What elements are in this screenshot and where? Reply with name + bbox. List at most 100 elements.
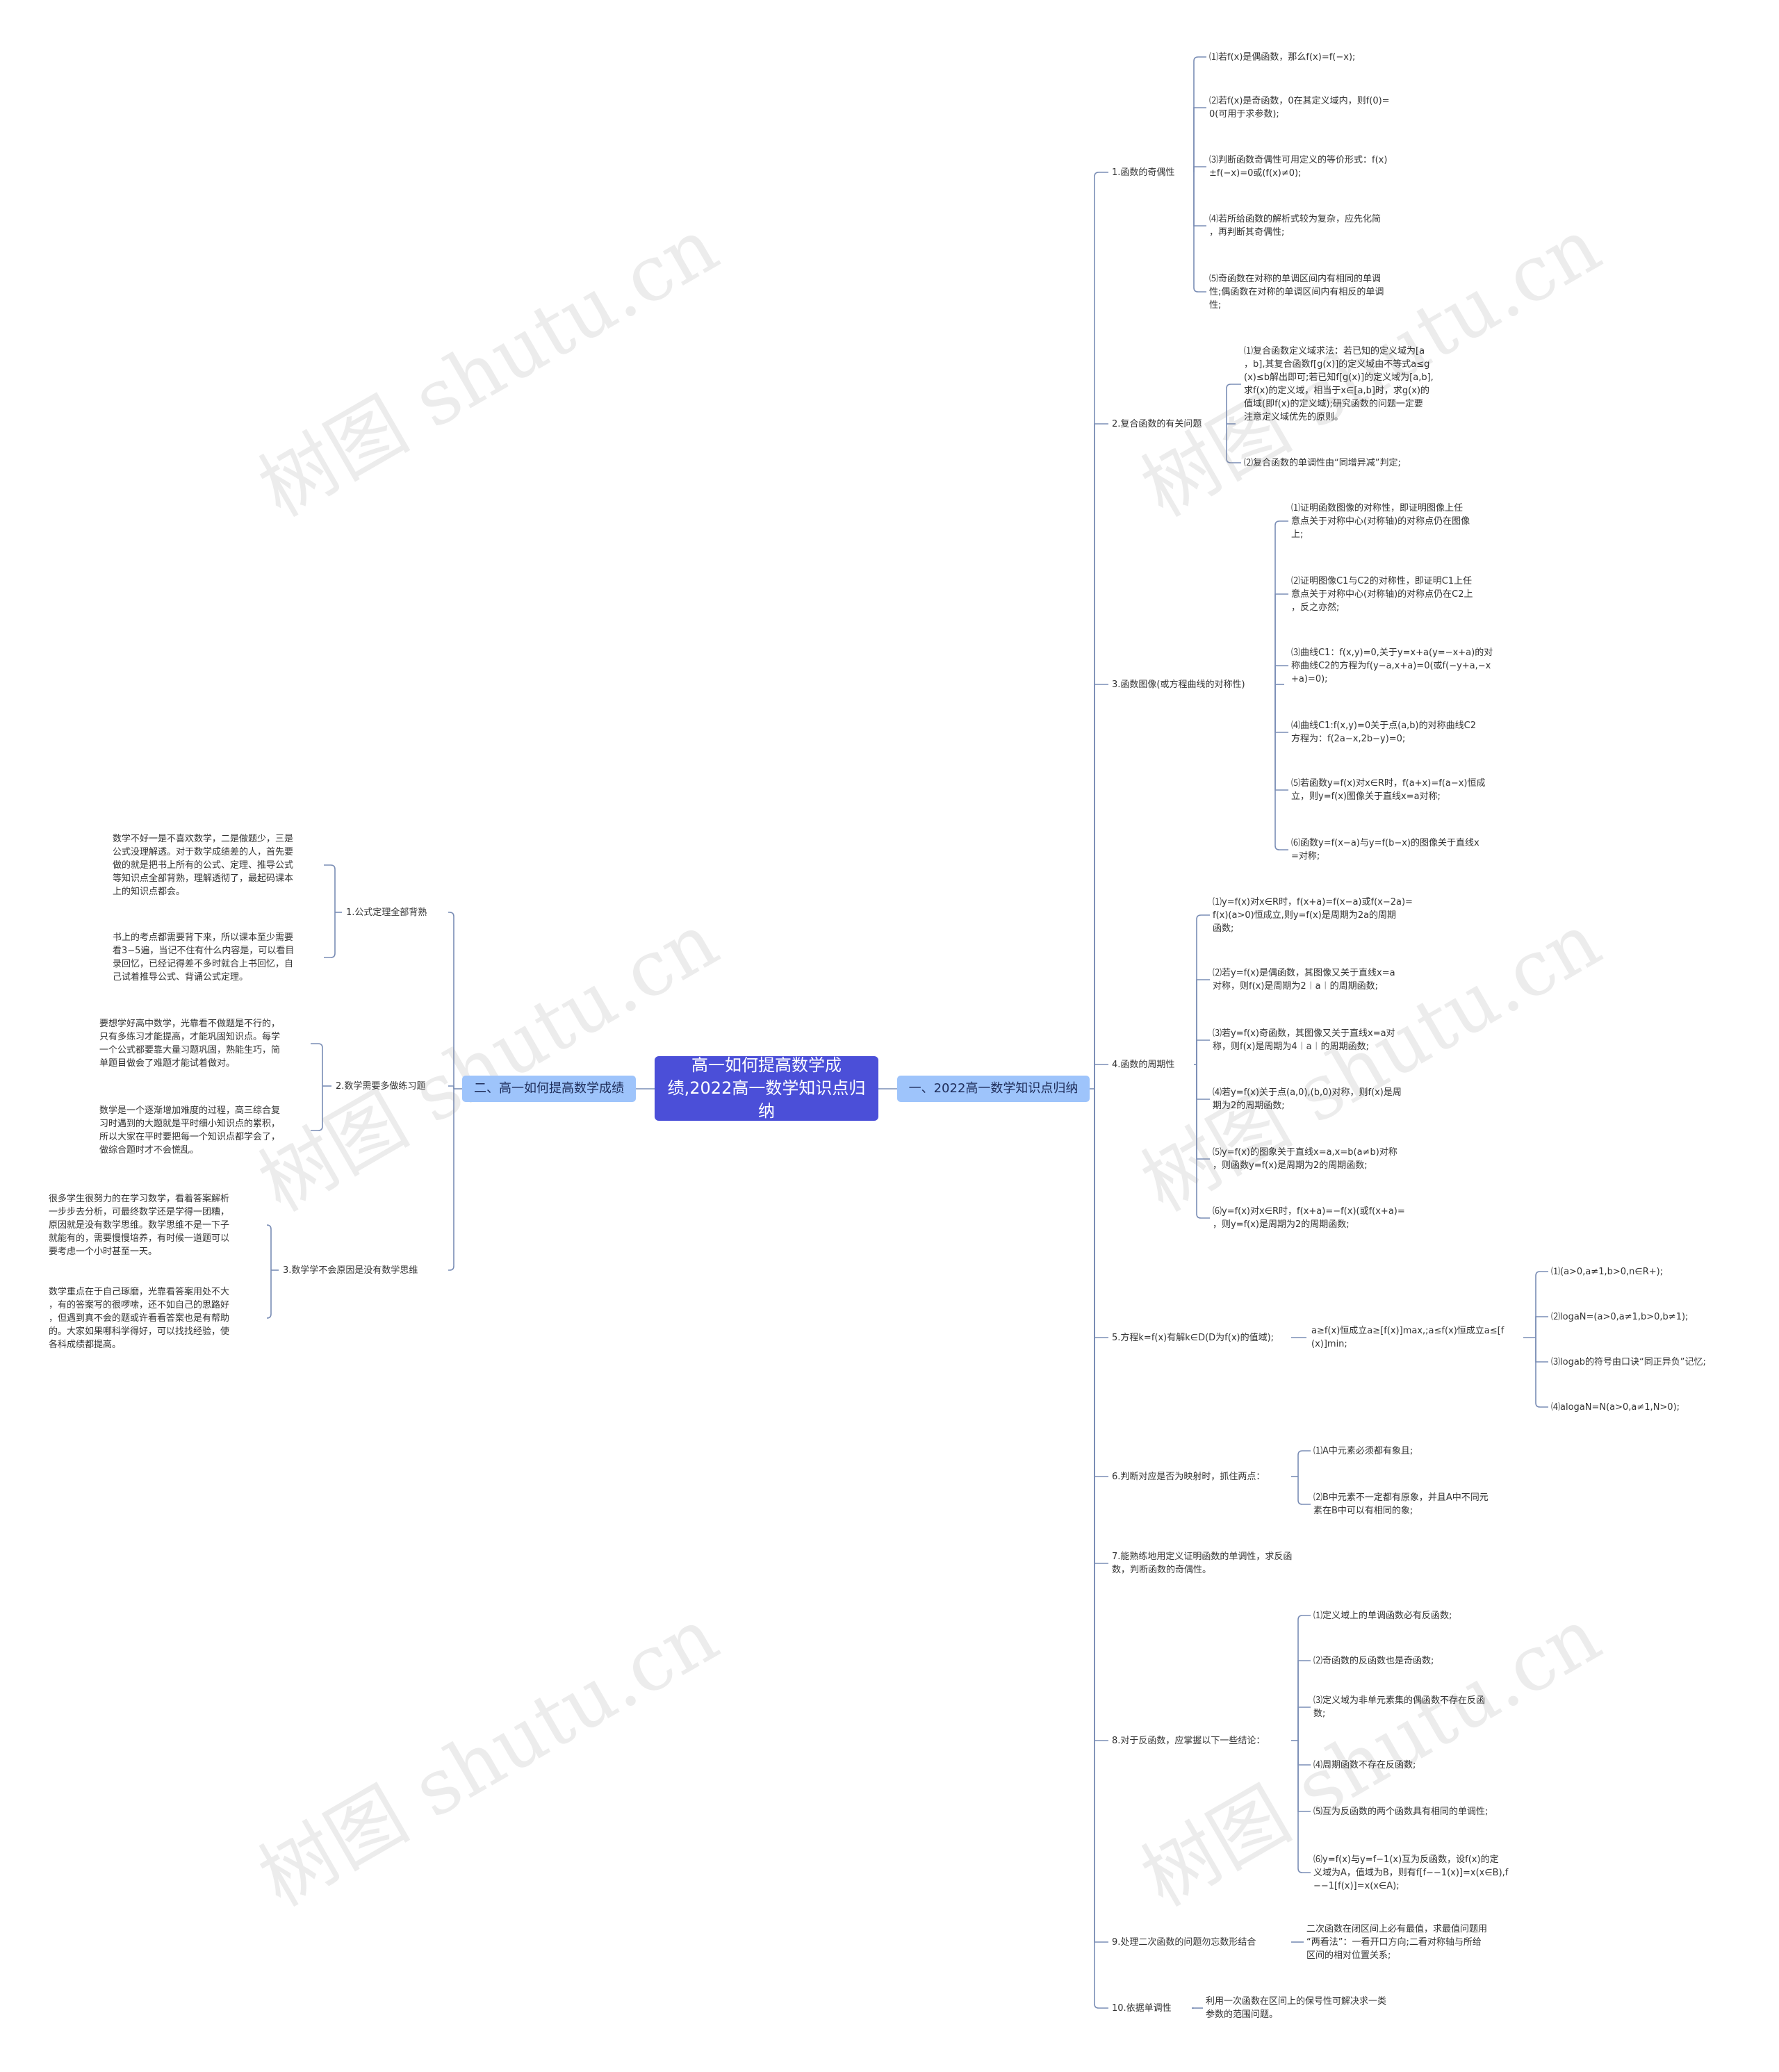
right-topic-2-item-1[interactable]: ⑴复合函数定义域求法：若已知的定义域为[a ，b],其复合函数f[g(x)]的定… xyxy=(1244,346,1434,422)
right-topic-9[interactable]: 9.处理二次函数的问题勿忘数形结合 xyxy=(1112,1937,1256,1948)
right-topic-1-item-5[interactable]: ⑸奇函数在对称的单调区间内有相同的单调 性;偶函数在对称的单调区间内有相反的单调… xyxy=(1209,273,1384,311)
right-topic-4-children-link-5 xyxy=(1196,1064,1210,1219)
right-topic-4[interactable]: 4.函数的周期性 xyxy=(1112,1059,1175,1070)
right-topic-4-children-link-4 xyxy=(1196,1064,1210,1160)
right-topic-9-item-1[interactable]: 二次函数在闭区间上必有最值，求最值问题用 “两看法”：一看开口方向;二看对称轴与… xyxy=(1306,1923,1488,1961)
right-topic-1-item-4[interactable]: ⑷若所给函数的解析式较为复杂，应先化简 ，再判断其奇偶性; xyxy=(1209,214,1382,238)
left-topic-2-children-link-1 xyxy=(311,1086,323,1131)
right-topic-4-item-2[interactable]: ⑵若y=f(x)是偶函数，其图像又关于直线x=a 对称，则f(x)是周期为2︱a… xyxy=(1213,968,1395,992)
right-topic-8-item-5[interactable]: ⑸互为反函数的两个函数具有相同的单调性; xyxy=(1313,1806,1489,1817)
right-topic-8-item-3[interactable]: ⑶定义域为非单元素集的偶函数不存在反函 数; xyxy=(1313,1695,1486,1719)
right-topic-3-children-link-2 xyxy=(1274,665,1288,684)
right-topic-5-children-link-0 xyxy=(1535,1271,1548,1338)
right-topic-5-condition[interactable]: a≥f(x)恒成立a≥[f(x)]max,;a≤f(x)恒成立a≤[f (x)]… xyxy=(1311,1326,1505,1349)
right-topic-10-item-1[interactable]: 利用一次函数在区间上的保号性可解决求一类 参数的范围问题。 xyxy=(1206,1996,1387,2020)
right-topic-1-children-link-2 xyxy=(1193,166,1206,172)
right-topic-3-children-link-5 xyxy=(1274,684,1288,850)
right-topic-1-children-link-1 xyxy=(1193,107,1206,172)
left-topic-3-children-link-0 xyxy=(266,1224,272,1270)
right-topic-1[interactable]: 1.函数的奇偶性 xyxy=(1112,167,1175,178)
right-trunk-link-4 xyxy=(1094,1089,1108,1338)
right-topic-2-children-link-0 xyxy=(1226,384,1241,424)
left-topic-1[interactable]: 1.公式定理全部背熟 xyxy=(346,907,427,918)
right-topic-8-children-link-2 xyxy=(1297,1707,1311,1741)
right-topic-4-item-3[interactable]: ⑶若y=f(x)奇函数，其图像又关于直线x=a对 称，则f(x)是周期为4︱a︱… xyxy=(1213,1028,1395,1052)
right-topic-4-item-4[interactable]: ⑷若y=f(x)关于点(a,0),(b,0)对称，则f(x)是周 期为2的周期函… xyxy=(1213,1087,1402,1111)
right-topic-3-children-link-3 xyxy=(1274,684,1288,733)
right-topic-6-item-1[interactable]: ⑴A中元素必须都有象且; xyxy=(1313,1445,1413,1456)
branch-right-knowledge[interactable]: 一、2022高一数学知识点归纳 xyxy=(897,1076,1090,1102)
right-topic-5-item-3[interactable]: ⑶logab的符号由口诀“同正异负”记忆; xyxy=(1551,1356,1706,1367)
right-topic-8-children-link-5 xyxy=(1297,1741,1311,1873)
left-topic-1-children-link-1 xyxy=(324,912,336,958)
right-topic-4-item-1[interactable]: ⑴y=f(x)对x∈R时，f(x+a)=f(x−a)或f(x−2a)= f(x)… xyxy=(1213,896,1413,934)
right-topic-1-item-3[interactable]: ⑶判断函数奇偶性可用定义的等价形式：f(x) ±f(−x)=0或(f(x)≠0)… xyxy=(1209,155,1388,179)
right-trunk-link-8 xyxy=(1094,1089,1108,1943)
left-topic-1-item-2[interactable]: 书上的考点都需要背下来，所以课本至少需要 看3−5遍，当记不住有什么内容是，可以… xyxy=(113,932,295,982)
left-topic-1-item-1[interactable]: 数学不好一是不喜欢数学，二是做题少，三是 公式没理解透。对于数学成绩差的人，首先… xyxy=(113,833,294,897)
right-topic-1-children-link-3 xyxy=(1193,172,1206,227)
right-trunk-link-3 xyxy=(1094,1064,1108,1089)
left-topic-3-item-2[interactable]: 数学重点在于自己琢磨，光靠看答案用处不大 ，有的答案写的很啰嗦，还不如自己的思路… xyxy=(49,1286,230,1350)
right-topic-3-item-1[interactable]: ⑴证明函数图像的对称性，即证明图像上任 意点关于对称中心(对称轴)的对称点仍在图… xyxy=(1291,502,1470,540)
right-trunk-link-2 xyxy=(1094,684,1108,1089)
right-topic-8-item-1[interactable]: ⑴定义域上的单调函数必有反函数; xyxy=(1313,1610,1452,1621)
right-topic-10[interactable]: 10.依据单调性 xyxy=(1112,2003,1172,2014)
right-topic-8-item-2[interactable]: ⑵奇函数的反函数也是奇函数; xyxy=(1313,1655,1434,1666)
right-topic-8-item-4[interactable]: ⑷周期函数不存在反函数; xyxy=(1313,1759,1416,1770)
branch-left-improve[interactable]: 二、高一如何提高数学成绩 xyxy=(462,1076,636,1102)
right-topic-6-children-link-0 xyxy=(1297,1450,1311,1477)
right-topic-6[interactable]: 6.判断对应是否为映射时，抓住两点： xyxy=(1112,1471,1265,1482)
right-topic-3-item-3[interactable]: ⑶曲线C1：f(x,y)=0,关于y=x+a(y=−x+a)的对 称曲线C2的方… xyxy=(1291,647,1493,684)
right-trunk-link-5 xyxy=(1094,1089,1108,1477)
right-topic-4-item-6[interactable]: ⑹y=f(x)对x∈R时，f(x+a)=−f(x)(或f(x+a)= ，则y=f… xyxy=(1213,1206,1405,1230)
right-topic-8-children-link-1 xyxy=(1297,1660,1311,1741)
left-topic-2-item-1[interactable]: 要想学好高中数学，光靠看不做题是不行的， 只有多练习才能提高，才能巩固知识点。每… xyxy=(99,1019,281,1069)
left-topic-2-item-2[interactable]: 数学是一个逐渐增加难度的过程，高三综合复 习时遇到的大题就是平时细小知识点的累积… xyxy=(99,1105,281,1156)
right-topic-1-children-link-0 xyxy=(1193,56,1206,172)
left-trunk-link-0 xyxy=(448,912,454,1089)
right-topic-5-children-link-1 xyxy=(1535,1316,1548,1338)
right-topic-4-children-link-0 xyxy=(1196,914,1210,1064)
right-topic-3-item-5[interactable]: ⑸若函数y=f(x)对x∈R时，f(a+x)=f(a−x)恒成 立，则y=f(x… xyxy=(1291,778,1486,802)
right-topic-5-children-link-3 xyxy=(1535,1338,1548,1408)
right-topic-1-item-1[interactable]: ⑴若f(x)是偶函数，那么f(x)=f(−x); xyxy=(1209,51,1356,63)
right-topic-8-children-link-0 xyxy=(1297,1615,1311,1741)
right-topic-1-children-link-4 xyxy=(1193,172,1206,293)
left-topic-3[interactable]: 3.数学学不会原因是没有数学思维 xyxy=(283,1265,418,1276)
right-topic-6-item-2[interactable]: ⑵B中元素不一定都有原象，并且A中不同元 素在B中可以有相同的象; xyxy=(1313,1493,1489,1516)
right-topic-5-item-4[interactable]: ⑷alogaN=N(a>0,a≠1,N>0); xyxy=(1551,1401,1680,1413)
left-topic-2[interactable]: 2.数学需要多做练习题 xyxy=(336,1080,426,1092)
right-topic-3[interactable]: 3.函数图像(或方程曲线的对称性) xyxy=(1112,679,1245,690)
right-topic-3-item-2[interactable]: ⑵证明图像C1与C2的对称性，即证明C1上任 意点关于对称中心(对称轴)的对称点… xyxy=(1291,575,1473,613)
left-topic-3-children-link-1 xyxy=(266,1270,272,1319)
right-topic-8-item-6[interactable]: ⑹y=f(x)与y=f−1(x)互为反函数，设f(x)的定 义域为A，值域为B，… xyxy=(1313,1854,1509,1891)
right-topic-8[interactable]: 8.对于反函数，应掌握以下一些结论： xyxy=(1112,1735,1265,1746)
right-topic-3-children-link-4 xyxy=(1274,684,1288,791)
root-topic[interactable]: 高一如何提高数学成绩,2022高一数学知识点归纳 xyxy=(655,1055,878,1121)
right-topic-5[interactable]: 5.方程k=f(x)有解k∈D(D为f(x)的值域); xyxy=(1112,1332,1274,1343)
right-topic-2-children-link-1 xyxy=(1226,424,1241,463)
right-topic-3-item-6[interactable]: ⑹函数y=f(x−a)与y=f(b−x)的图像关于直线x =对称; xyxy=(1291,838,1479,862)
right-topic-3-children-link-0 xyxy=(1274,520,1288,684)
right-topic-2-item-2[interactable]: ⑵复合函数的单调性由“同增异减”判定; xyxy=(1244,457,1401,468)
right-topic-4-children-link-2 xyxy=(1196,1039,1210,1064)
right-topic-4-children-link-1 xyxy=(1196,979,1210,1064)
right-topic-3-item-4[interactable]: ⑷曲线C1:f(x,y)=0关于点(a,b)的对称曲线C2 方程为：f(2a−x… xyxy=(1291,721,1476,744)
right-trunk-link-9 xyxy=(1094,1089,1108,2009)
right-topic-4-item-5[interactable]: ⑸y=f(x)的图象关于直线x=a,x=b(a≠b)对称 ，则函数y=f(x)是… xyxy=(1213,1147,1397,1171)
right-topic-6-children-link-1 xyxy=(1297,1477,1311,1505)
left-topic-3-item-1[interactable]: 很多学生很努力的在学习数学，看着答案解析 一步步去分析，可最终数学还是学得一团糟… xyxy=(49,1193,230,1257)
right-topic-2[interactable]: 2.复合函数的有关问题 xyxy=(1112,418,1202,429)
left-trunk-link-2 xyxy=(448,1089,454,1271)
right-topic-1-item-2[interactable]: ⑵若f(x)是奇函数，0在其定义域内，则f(0)= 0(可用于求参数); xyxy=(1209,96,1390,120)
right-topic-5-item-2[interactable]: ⑵logaN=(a>0,a≠1,b>0,b≠1); xyxy=(1551,1311,1689,1322)
right-trunk-link-7 xyxy=(1094,1089,1108,1741)
right-topic-5-item-1[interactable]: ⑴(a>0,a≠1,b>0,n∈R+); xyxy=(1551,1266,1664,1277)
right-topic-5-children-link-2 xyxy=(1535,1338,1548,1363)
right-topic-7[interactable]: 7.能熟练地用定义证明函数的单调性，求反函 数，判断函数的奇偶性。 xyxy=(1112,1552,1293,1575)
right-topic-3-children-link-1 xyxy=(1274,593,1288,684)
left-topic-1-children-link-0 xyxy=(324,864,336,912)
